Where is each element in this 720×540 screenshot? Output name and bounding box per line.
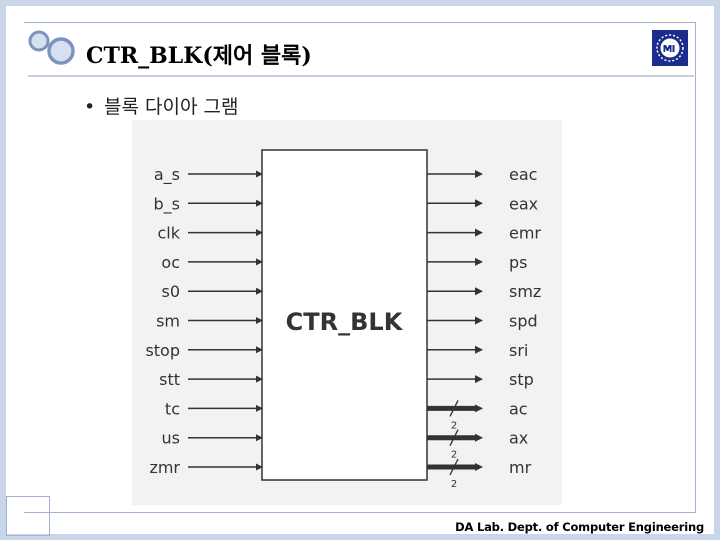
input-label-zmr: zmr [149, 458, 180, 477]
input-label-stt: stt [159, 370, 180, 389]
bus-width-mr: 2 [451, 479, 457, 490]
frame-left-bar [0, 0, 6, 540]
output-arrow-icon [475, 433, 483, 442]
title-underline [28, 75, 694, 77]
output-arrow-icon [475, 316, 483, 325]
input-arrow-icon [256, 170, 263, 178]
input-arrow-icon [256, 258, 263, 266]
output-arrow-icon [475, 375, 483, 384]
input-arrow-icon [256, 287, 263, 295]
output-label-ac: ac [509, 399, 528, 418]
input-label-a_s: a_s [154, 165, 180, 185]
input-label-sm: sm [156, 312, 180, 331]
bus-slash-ax [449, 429, 459, 446]
input-arrow-icon [256, 375, 263, 383]
input-arrow-icon [256, 229, 263, 237]
frame-inner-line-bottom [24, 512, 696, 513]
input-label-tc: tc [165, 399, 180, 418]
output-label-spd: spd [509, 312, 538, 331]
output-label-ax: ax [509, 429, 528, 448]
output-label-ps: ps [509, 253, 528, 272]
circles-decoration-icon [28, 30, 75, 65]
frame-inner-line-top [24, 22, 696, 23]
corner-box-decoration [6, 496, 50, 536]
footer-text: DA Lab. Dept. of Computer Engineering [455, 520, 704, 534]
output-arrow-icon [475, 228, 483, 237]
input-arrow-icon [256, 317, 263, 324]
output-label-mr: mr [509, 458, 532, 477]
bullet-dot-icon: • [84, 96, 96, 118]
block-name-label: CTR_BLK [286, 308, 404, 336]
input-label-stop: stop [145, 341, 180, 360]
ctr-blk-box [261, 149, 428, 481]
bullet-text: 블록 다이아 그램 [104, 96, 239, 118]
bus-slash-mr [449, 458, 459, 476]
output-arrow-icon [475, 257, 483, 266]
slide-title: CTR_BLK(제어 블록) [86, 43, 312, 69]
frame-bottom-bar [0, 534, 720, 540]
frame-inner-line-right [695, 22, 696, 512]
input-arrow-icon [256, 346, 263, 354]
bus-width-ac: 2 [451, 420, 457, 431]
output-label-emr: emr [509, 224, 541, 243]
output-arrow-icon [475, 199, 483, 208]
frame-top-bar [0, 0, 720, 6]
output-arrow-icon [475, 345, 483, 354]
output-label-eac: eac [509, 165, 537, 184]
output-arrow-icon [475, 404, 483, 413]
input-arrow-icon [256, 463, 263, 471]
input-arrow-icon [256, 434, 263, 442]
input-label-us: us [162, 429, 180, 448]
input-label-oc: oc [161, 253, 180, 272]
output-arrow-icon [475, 287, 483, 296]
output-label-sri: sri [509, 341, 528, 360]
output-label-smz: smz [509, 282, 541, 301]
input-arrow-icon [256, 404, 263, 412]
input-label-clk: clk [157, 224, 180, 243]
output-arrow-icon [475, 463, 483, 471]
input-label-s0: s0 [161, 282, 180, 301]
input-arrow-icon [256, 199, 263, 207]
input-label-b_s: b_s [154, 194, 181, 214]
output-label-eax: eax [509, 194, 538, 213]
output-arrow-icon [475, 170, 483, 178]
university-seal-icon [652, 30, 688, 66]
bullet-item: • 블록 다이아 그램 [84, 92, 238, 119]
bus-width-ax: 2 [451, 450, 457, 461]
bus-slash-ac [449, 400, 459, 417]
output-label-stp: stp [509, 370, 534, 389]
frame-right-bar [714, 0, 720, 540]
